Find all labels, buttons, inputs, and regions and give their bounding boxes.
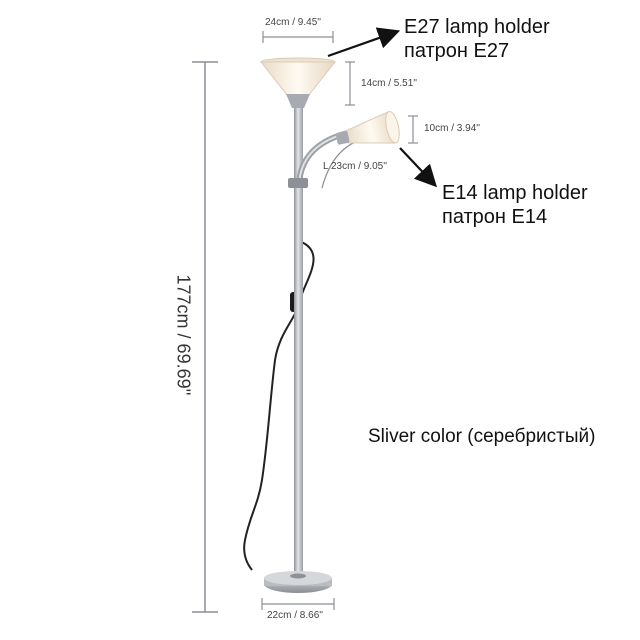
base-width-label: 22cm / 8.66'' [267,610,324,621]
e14-label-en: E14 lamp holder [442,182,588,204]
top-height-label: 14cm / 5.51'' [361,78,418,89]
total-height-label: 177cm / 69.69'' [173,274,194,396]
e27-callout-arrow [327,27,401,58]
lamp-pole [294,108,303,586]
small-lamp-shade [335,111,400,145]
lamp-base [264,571,332,593]
small-height-label: 10cm / 3.94'' [424,123,481,134]
e27-label-en: E27 lamp holder [404,16,550,38]
arm-clamp [288,178,308,188]
arm-length-label: L 23cm / 9.05'' [323,161,388,172]
top-height-dimension-line [345,61,355,106]
e14-label-ru: патрон E14 [442,206,548,228]
power-cord [243,239,315,571]
top-lamp-shade [259,57,337,108]
base-width-dimension-line [261,598,335,610]
e27-label-ru: патрон E27 [404,40,510,62]
e14-callout-arrow [399,147,438,188]
color-note: Sliver color (серебристый) [368,426,596,447]
top-width-dimension-line [262,31,334,43]
height-dimension-line [192,61,218,613]
top-width-label: 24cm / 9.45'' [265,17,322,28]
small-height-dimension-line [408,115,418,144]
